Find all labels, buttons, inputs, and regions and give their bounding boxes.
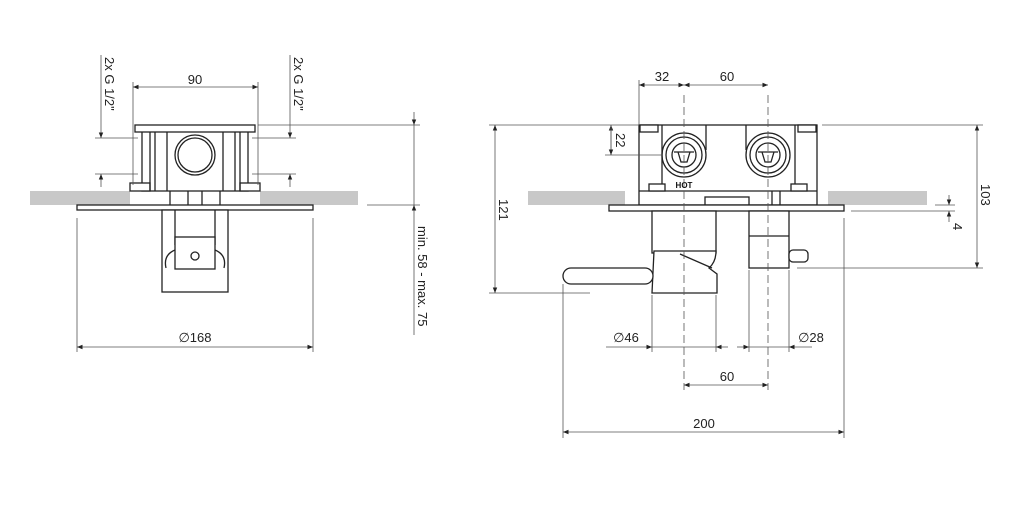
dimension-thread-left: 2x G 1/2" (95, 55, 138, 187)
lever (562, 267, 654, 285)
inlet-circle (174, 134, 216, 176)
dimension-plate-thickness: 4 (851, 195, 965, 230)
dimension-total-height: 121 (489, 124, 639, 294)
plate-thickness-label: 4 (950, 223, 965, 230)
dimension-inlet-height: 22 (605, 125, 662, 156)
dimension-plate-diameter: ∅168 (76, 218, 314, 352)
dimension-spacing-bottom: 60 (684, 369, 768, 388)
dimension-thread-right: 2x G 1/2" (252, 55, 306, 187)
total-height-label: 121 (496, 199, 511, 221)
cover-plate (608, 204, 845, 212)
side-view: HOT 32 60 22 (489, 69, 993, 438)
dim-width-label: 90 (188, 72, 202, 87)
wall-right (260, 191, 358, 205)
cover-plate (76, 204, 314, 211)
plate-diameter-label: ∅168 (178, 330, 211, 345)
mixer-handle (562, 210, 718, 294)
knob-diameter-label: ∅28 (798, 330, 824, 345)
wall-left (30, 191, 130, 205)
box-height-label: 103 (978, 184, 993, 206)
dimension-knob-diameter: ∅28 (737, 270, 824, 352)
thread-right-label: 2x G 1/2" (291, 57, 306, 111)
spacing-top-label: 60 (720, 69, 734, 84)
dimension-box-height: 103 (797, 124, 993, 269)
depth-label: min. 58 - max. 75 (415, 226, 430, 326)
handle-diameter-label: ∅46 (613, 330, 639, 345)
dimension-depth: min. 58 - max. 75 (258, 112, 430, 335)
wall-left (528, 191, 625, 205)
front-view: 90 2x G 1/2" 2x G 1/2" min. 58 - max. 75 (30, 55, 430, 352)
total-length-label: 200 (693, 416, 715, 431)
dimension-handle-diameter: ∅46 (606, 295, 728, 352)
wall-right (828, 191, 927, 205)
mounting-box (129, 124, 261, 205)
spacing-bottom-label: 60 (720, 369, 734, 384)
dimension-inlet-spacing: 32 60 (638, 69, 768, 125)
thread-left-label: 2x G 1/2" (102, 57, 117, 111)
mounting-box: HOT (638, 124, 818, 206)
valve-body (161, 209, 229, 293)
diverter-knob (748, 210, 809, 269)
dimension-width: 90 (132, 72, 259, 185)
dimension-total-length: 200 (562, 218, 845, 438)
inlet-height-label: 22 (613, 133, 628, 147)
offset-label: 32 (655, 69, 669, 84)
